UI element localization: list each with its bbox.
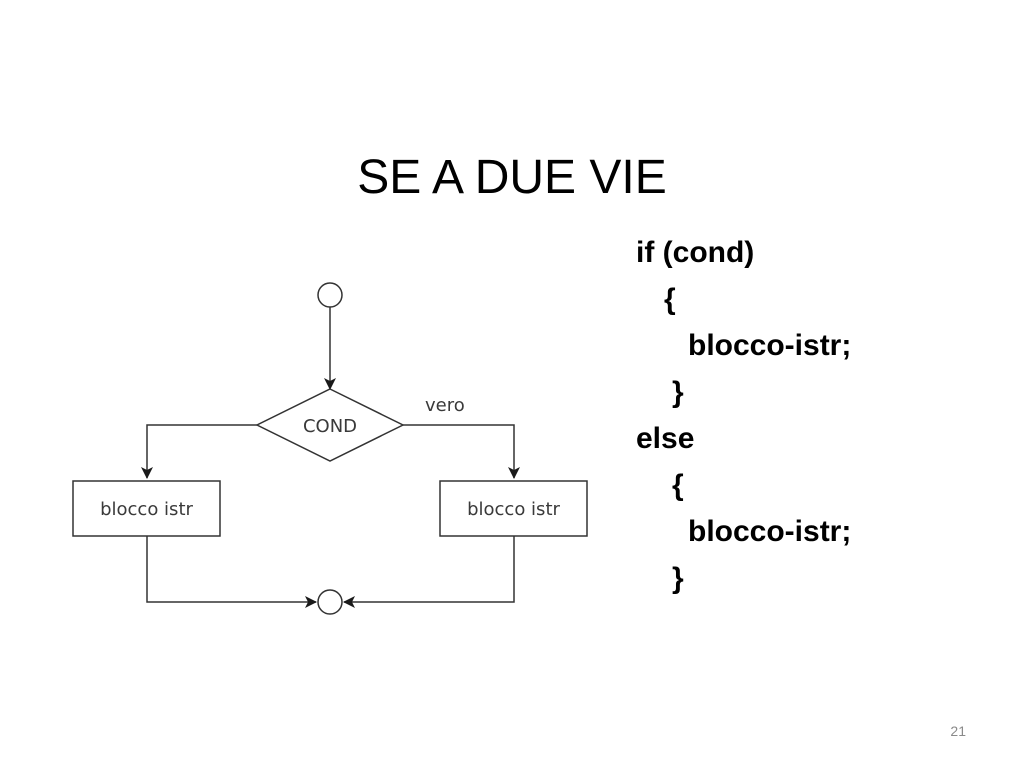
slide-title: SE A DUE VIE (357, 151, 667, 204)
condition-label: COND (303, 416, 357, 437)
end-node (317, 589, 343, 615)
code-line-else: else (636, 422, 695, 455)
start-node (317, 282, 343, 308)
arrow-left-block-to-end (146, 536, 317, 608)
code-line-statement: blocco-istr; (688, 329, 852, 362)
left-block-label: blocco istr (100, 499, 193, 520)
arrow-condition-to-right-block (403, 424, 520, 479)
arrow-right-block-to-end (343, 536, 515, 608)
code-line-if: if (cond) (636, 236, 755, 269)
page-number: 21 (950, 723, 966, 739)
code-line-close-brace: } (672, 375, 684, 409)
right-statement-block (439, 480, 588, 537)
code-snippet: if (cond) { blocco-istr; } else { blocco… (636, 230, 851, 602)
arrow-condition-to-left-block (141, 424, 257, 479)
condition-diamond (255, 388, 405, 462)
right-block-label: blocco istr (467, 499, 560, 520)
code-line-open-brace: { (672, 468, 684, 502)
code-line-open-brace: { (664, 282, 676, 316)
true-branch-label: vero (425, 395, 465, 416)
left-statement-block (72, 480, 221, 537)
code-line-statement: blocco-istr; (688, 515, 852, 548)
code-line-close-brace: } (672, 561, 684, 595)
